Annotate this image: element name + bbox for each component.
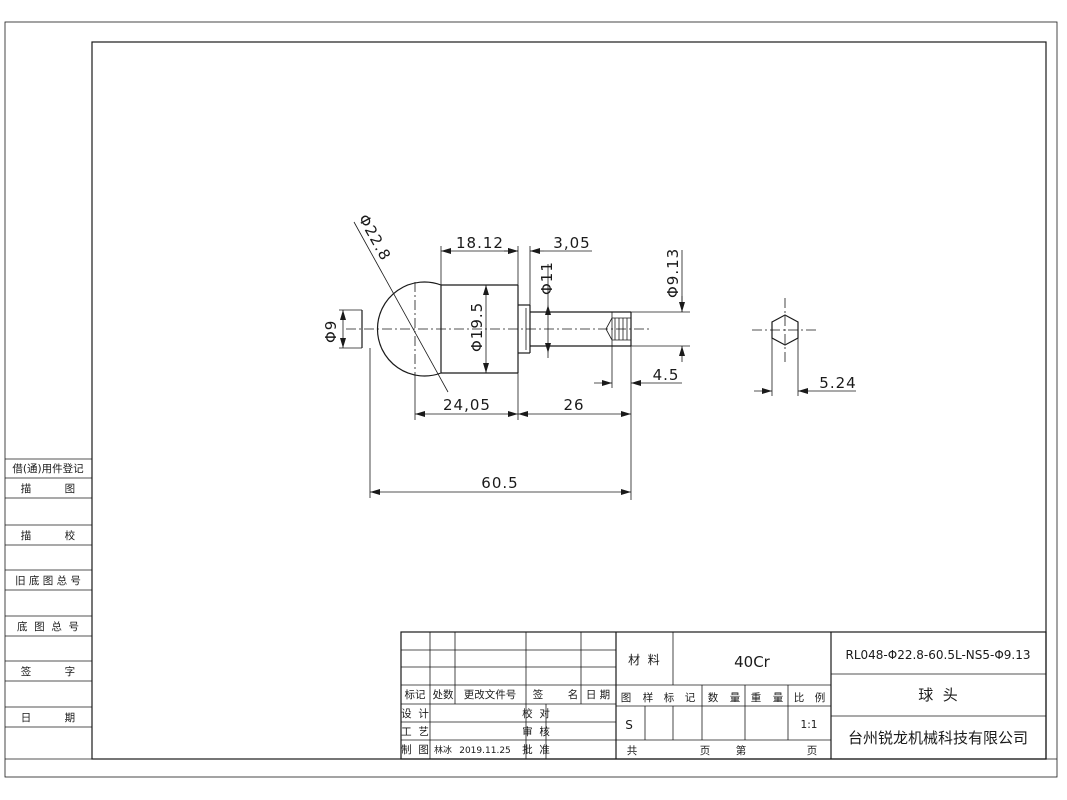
col-header-0: 图: [621, 692, 632, 704]
dim-pin-diameter: Φ9.13: [664, 248, 682, 298]
total-label: 共: [627, 745, 638, 757]
dimension-set: Φ22.8 Φ9 Φ19.5 18.12 3,05 Φ11 Φ9.13: [322, 211, 690, 500]
dim-sphere-diameter: Φ22.8: [355, 211, 395, 264]
rev-header-sign: 签: [533, 688, 544, 701]
rev-header-doc: 更改文件号: [464, 688, 517, 701]
ball-outline: [376, 281, 442, 377]
label-drafter: 制 图: [401, 743, 429, 756]
dim-length-3-05: 3,05: [553, 234, 590, 252]
dim-length-24-05: 24,05: [443, 396, 491, 414]
material-label: 材 料: [628, 653, 660, 667]
col-header-6: 重: [751, 691, 762, 704]
col-header-2: 标: [664, 692, 675, 704]
rev-header-count: 处数: [433, 688, 454, 701]
dim-body-diameter: Φ19.5: [468, 302, 486, 352]
hex-end-view: 5.24: [752, 298, 856, 396]
side-row-date: 日 期: [21, 712, 75, 724]
dim-length-18-12: 18.12: [456, 234, 504, 252]
dim-neck-diameter: Φ9: [322, 320, 340, 343]
label-check: 校 对: [522, 707, 550, 720]
part-name: 球 头: [918, 686, 958, 704]
col-header-5: 量: [730, 692, 741, 704]
material-value: 40Cr: [734, 653, 771, 671]
col-header-3: 记: [685, 692, 696, 704]
company-name: 台州锐龙机械科技有限公司: [848, 729, 1028, 747]
dim-groove-diameter: Φ11: [538, 261, 556, 295]
side-row-trace-drawing: 描 图: [21, 482, 75, 495]
scale-value: 1:1: [801, 719, 818, 731]
dim-hex-size: 5.24: [819, 374, 856, 392]
label-review: 审 核: [522, 725, 550, 738]
part-front-view: [346, 281, 650, 377]
col-header-9: 例: [815, 691, 826, 704]
side-row-signature: 签 字: [21, 665, 75, 678]
drafter-name: 林冰: [434, 744, 452, 756]
side-row-old-base-number: 旧 底 图 总 号: [15, 574, 81, 587]
side-row-base-number: 底 图 总 号: [17, 620, 79, 633]
label-process: 工 艺: [401, 726, 429, 738]
page-label-2: 页: [807, 745, 818, 757]
rev-header-name: 名: [568, 688, 579, 701]
side-registration-table: 借(通)用件登记 描 图 描 校 旧 底 图 总 号 底 图 总 号 签 字 日…: [5, 458, 92, 728]
label-design: 设 计: [401, 707, 429, 720]
nth-label: 第: [736, 744, 747, 757]
sheet-outer-border: [4, 21, 1058, 778]
mark-value: S: [625, 718, 633, 732]
dim-sphere-leader: [353, 221, 449, 393]
col-header-8: 比: [794, 691, 805, 704]
title-block: 标记 处数 更改文件号 签 名 日 期 设 计 校 对 工 艺 审 核 制 图 …: [400, 631, 1047, 760]
side-row-register: 借(通)用件登记: [12, 462, 84, 475]
col-header-4: 数: [708, 691, 719, 704]
rev-header-date: 日 期: [586, 689, 610, 701]
label-approve: 批 准: [522, 743, 550, 756]
rev-header-mark: 标记: [405, 689, 426, 701]
col-header-7: 量: [773, 692, 784, 704]
page-label: 页: [700, 745, 711, 757]
draft-date: 2019.11.25: [459, 746, 511, 756]
side-row-trace-check: 描 校: [21, 529, 76, 542]
dim-length-4-5: 4.5: [653, 366, 680, 384]
dim-length-26: 26: [563, 396, 584, 414]
drawing-code: RL048-Φ22.8-60.5L-NS5-Φ9.13: [846, 648, 1031, 662]
dim-total-length: 60.5: [481, 474, 518, 492]
col-header-1: 样: [643, 691, 654, 704]
